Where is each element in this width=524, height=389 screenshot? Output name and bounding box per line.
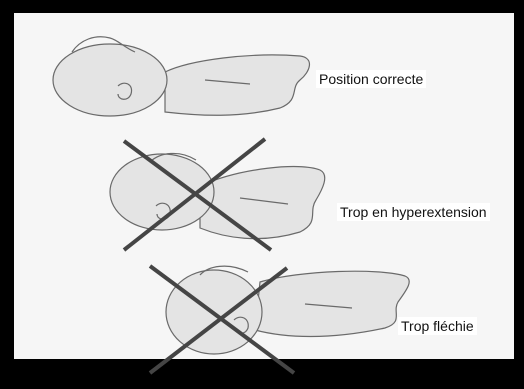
body-shape-flexed xyxy=(255,271,409,336)
head-shape-correct xyxy=(53,44,167,116)
label-position-correcte: Position correcte xyxy=(316,70,426,88)
body-shape-correct xyxy=(165,55,309,115)
label-trop-flechie: Trop fléchie xyxy=(398,317,477,335)
label-trop-en-hyperextension: Trop en hyperextension xyxy=(337,203,490,221)
infant-figure-hyperextension xyxy=(110,153,325,238)
infant-figure-flexed xyxy=(166,266,409,354)
infant-figure-correct xyxy=(53,37,309,116)
